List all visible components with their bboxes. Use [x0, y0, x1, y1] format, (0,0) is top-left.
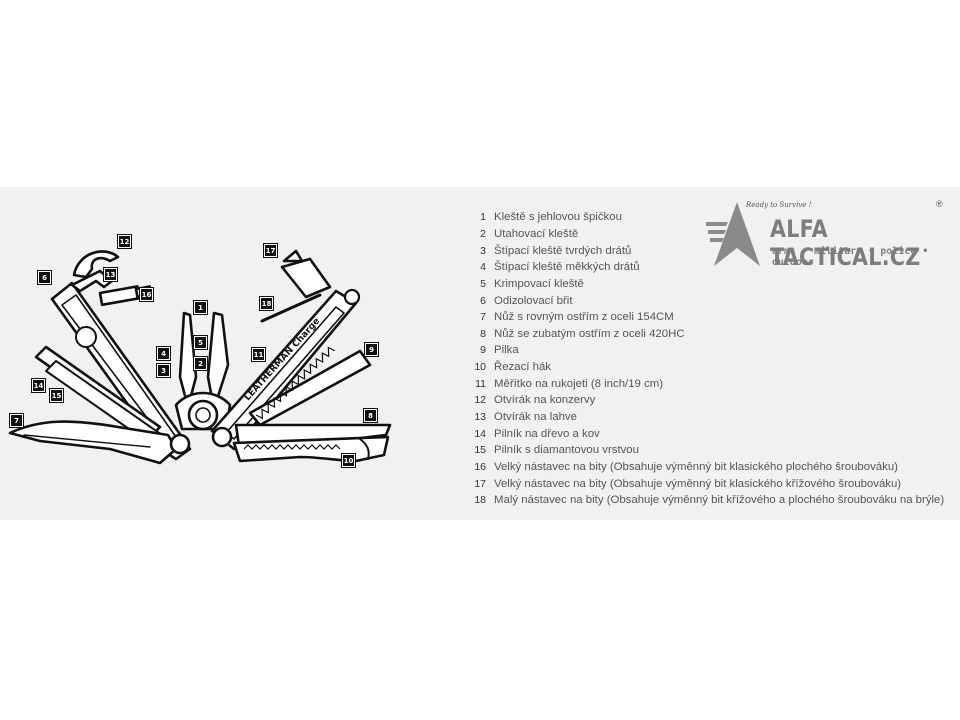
legend-label: Odizolovací břit: [494, 294, 573, 307]
left-pivot: [169, 433, 191, 455]
callout-3: 3: [156, 363, 171, 378]
callout-4: 4: [156, 346, 171, 361]
callout-17: 17: [263, 243, 278, 258]
legend-item: 15 Pilník s diamantovou vrstvou: [468, 442, 944, 459]
callout-9: 9: [364, 342, 379, 357]
legend-label: Pilník na dřevo a kov: [494, 427, 600, 440]
legend-item: 7 Nůž s rovným ostřím z oceli 154CM: [468, 309, 944, 326]
saw: [248, 349, 372, 427]
legend-label: Pilka: [494, 344, 519, 357]
legend-label: Velký nástavec na bity (Obsahuje výměnný…: [494, 460, 898, 473]
legend-number: 2: [480, 227, 486, 240]
legend-item: 4 Štípací kleště měkkých drátů: [468, 259, 944, 276]
legend-label: Utahovací kleště: [494, 227, 579, 240]
callout-14: 14: [31, 378, 46, 393]
legend-number: 4: [480, 261, 486, 274]
legend-label: Štípací kleště měkkých drátů: [494, 261, 640, 274]
alfa-tactical-logo: Ready to Survive ! ALFA TACTICAL.CZ ® ar…: [706, 198, 951, 271]
legend-item: 3 Štípací kleště tvrdých drátů: [468, 242, 944, 259]
lanyard-ring: [343, 288, 361, 306]
legend-label: Otvírák na konzervy: [494, 394, 596, 407]
legend-label: Krimpovací kleště: [494, 277, 584, 290]
callout-6: 6: [37, 270, 52, 285]
legend-item: 9 Pilka: [468, 342, 944, 359]
pliers-jaw-right: [206, 311, 230, 411]
legend-item: 14 Pilník na dřevo a kov: [468, 425, 944, 442]
legend-number: 5: [480, 277, 486, 290]
right-pivot: [211, 426, 233, 448]
legend-number: 13: [474, 411, 486, 423]
legend-number: 18: [474, 494, 486, 507]
legend-label: Malý nástavec na bity (Obsahuje výměnný …: [494, 494, 945, 507]
callout-13: 13: [103, 267, 118, 282]
legend-item: 8 Nůž se zubatým ostřím z oceli 420HC: [468, 325, 944, 342]
bit-tip-phillips: [282, 249, 304, 263]
straight-blade: [8, 420, 178, 465]
legend-label: Pilník s diamantovou vrstvou: [494, 444, 639, 457]
legend-number: 17: [474, 477, 486, 490]
legend-number: 15: [474, 444, 486, 457]
legend-label: Otvírák na lahve: [494, 411, 577, 423]
legend-number: 3: [480, 244, 486, 257]
legend-label: Velký nástavec na bity (Obsahuje výměnný…: [494, 477, 902, 490]
legend-item: 18 Malý nástavec na bity (Obsahuje výměnn…: [468, 492, 944, 509]
callout-11: 11: [251, 347, 266, 362]
callout-8: 8: [363, 408, 378, 423]
callout-18: 18: [259, 296, 274, 311]
bit-driver-large-phillips: [280, 257, 332, 299]
legend-number: 10: [474, 361, 486, 374]
legend-number: 1: [480, 211, 486, 224]
legend-item: 10 Řezací hák: [468, 359, 944, 376]
legend-item: 12 Otvírák na konzervy: [468, 392, 944, 409]
legend-label: Štípací kleště tvrdých drátů: [494, 244, 632, 257]
legend-label: Řezací hák: [494, 361, 551, 374]
legend-label: Kleště s jehlovou špičkou: [494, 211, 622, 224]
legend-item: 6 Odizolovací břit: [468, 292, 944, 309]
legend-number: 7: [480, 311, 486, 324]
callout-2: 2: [193, 356, 208, 371]
legend-item: 17 Velký nástavec na bity (Obsahuje výměn…: [468, 475, 944, 492]
callout-15: 15: [49, 388, 64, 403]
legend-item: 2 Utahovací kleště: [468, 226, 944, 243]
legend-item: 5 Krimpovací kleště: [468, 276, 944, 293]
legend-item: 13 Otvírák na lahve: [468, 409, 944, 426]
callout-12: 12: [117, 234, 132, 249]
left-handle-logo: [75, 326, 97, 348]
legend-number: 11: [475, 377, 486, 390]
parts-legend: 1 Kleště s jehlovou špičkou 2 Utahovací kl…: [468, 209, 944, 509]
pliers-jaw-left: [178, 311, 198, 409]
logo-tagline: arms • military • police • outdoor: [772, 246, 929, 268]
legend-number: 16: [474, 460, 486, 473]
logo-slogan: Ready to Survive !: [746, 201, 812, 209]
legend-number: 12: [474, 394, 486, 407]
legend-item: 1 Kleště s jehlovou špičkou: [468, 209, 944, 226]
legend-number: 8: [480, 327, 486, 340]
callout-1: 1: [193, 300, 208, 315]
legend-label: Nůž s rovným ostřím z oceli 154CM: [494, 311, 674, 324]
bit-driver-large-flat: [98, 285, 141, 307]
legend-number: 14: [474, 427, 486, 440]
legend-number: 6: [480, 294, 486, 307]
bit-driver-small: [260, 293, 322, 323]
arrowhead-logo-icon: [706, 202, 760, 266]
callout-5: 5: [193, 335, 208, 350]
bottle-opener-shape: [70, 269, 114, 293]
callout-16: 16: [139, 287, 154, 302]
callout-7: 7: [9, 413, 24, 428]
can-opener-shape: [72, 250, 120, 279]
callout-10: 10: [341, 453, 356, 468]
logo-brand: ALFA TACTICAL.CZ: [770, 215, 921, 271]
logo-registered-mark: ®: [936, 199, 943, 209]
legend-number: 9: [480, 344, 486, 357]
legend-item: 11 Měřítko na rukojeti (8 inch/19 cm): [468, 375, 944, 392]
legend-label: Měřítko na rukojeti (8 inch/19 cm): [494, 377, 664, 390]
legend-item: 16 Velký nástavec na bity (Obsahuje výměn…: [468, 459, 944, 476]
legend-label: Nůž se zubatým ostřím z oceli 420HC: [494, 327, 685, 340]
